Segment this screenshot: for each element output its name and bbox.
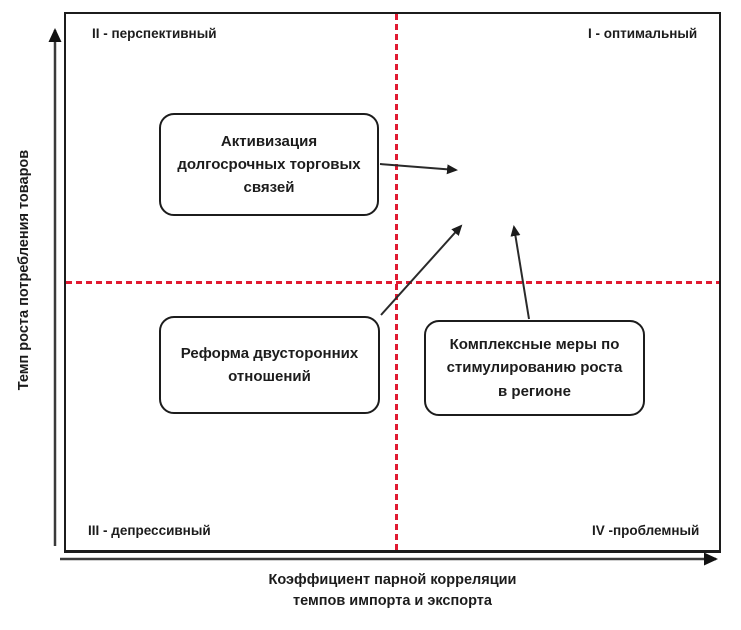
node-reform-text: Реформа двусторонних отношений: [180, 344, 359, 385]
quadrant-label-iv-problem: IV -проблемный: [592, 523, 700, 538]
quadrant-label-iii-depressive: III - депрессивный: [88, 523, 211, 538]
quadrant-label-ii-perspective: II - перспективный: [92, 26, 217, 41]
quadrant-label-i-optimal: I - оптимальный: [588, 26, 698, 41]
horizontal-divider-dashed-line: [66, 281, 719, 284]
y-axis-label: Темп роста потребления товаров: [16, 149, 32, 391]
node-activation-trade-links: Активизация долгосрочных торговых связей: [159, 113, 379, 216]
node-complex-text: Комплексные меры по стимулированию роста…: [446, 336, 623, 400]
plot-frame: [64, 12, 721, 553]
node-activation-text: Активизация долгосрочных торговых связей: [177, 132, 361, 197]
node-complex-measures: Комплексные меры по стимулированию роста…: [424, 320, 645, 416]
x-axis-label: Коэффициент парной корреляции темпов имп…: [268, 572, 517, 610]
node-bilateral-reform: Реформа двусторонних отношений: [159, 316, 380, 414]
